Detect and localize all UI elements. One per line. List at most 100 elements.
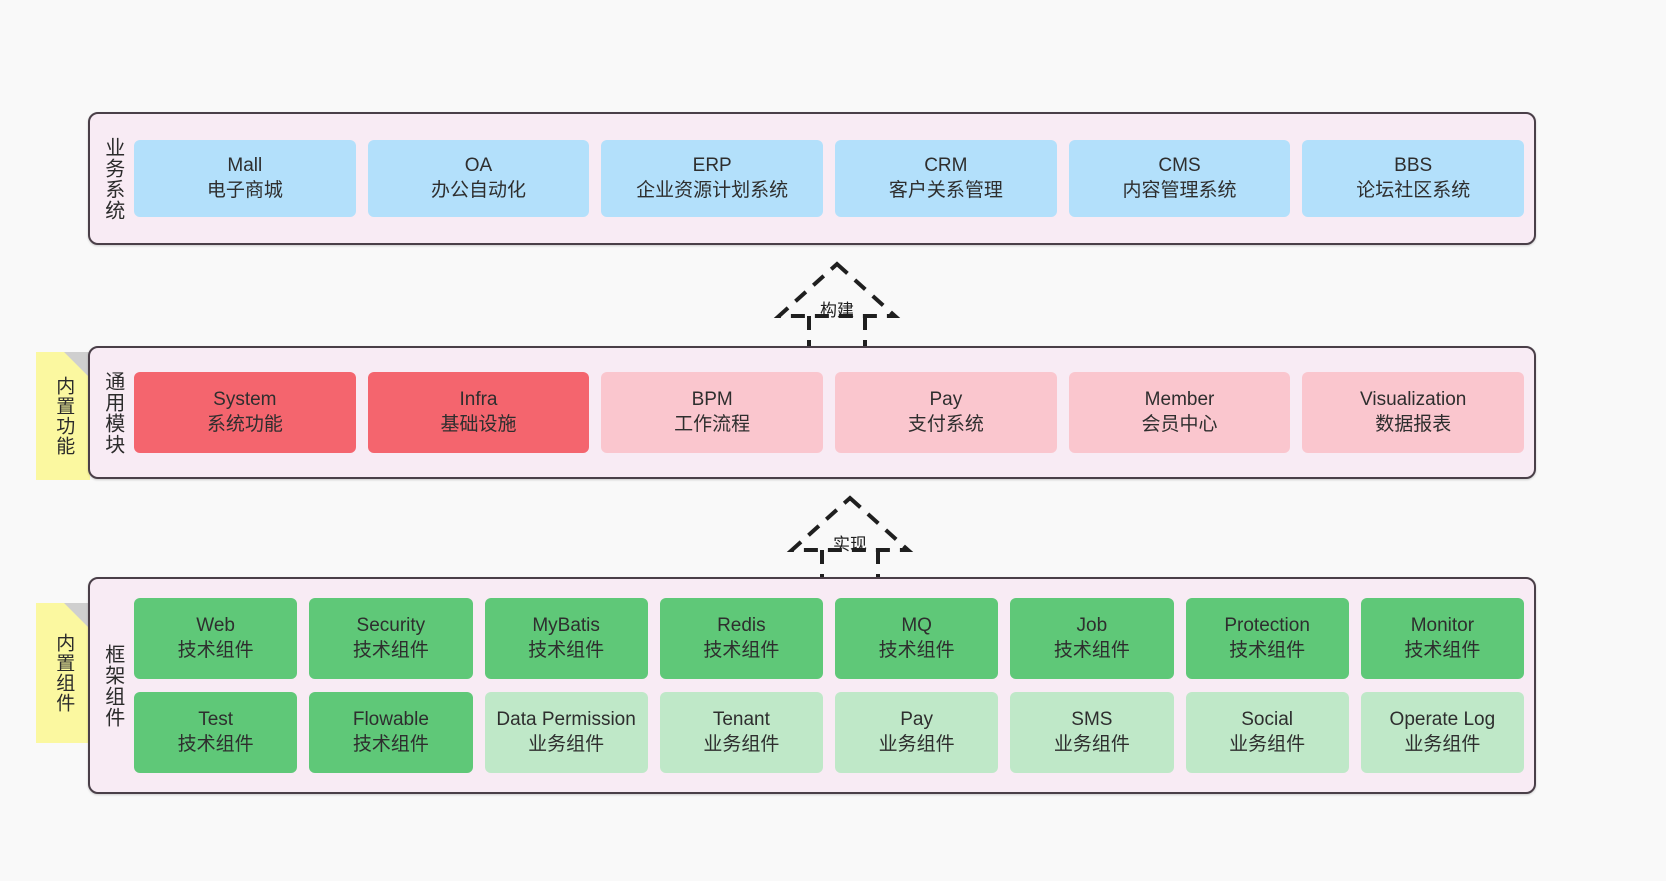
card-subtitle: 技术组件: [352, 639, 429, 661]
framework-components-row-2: Test 技术组件 Flowable 技术组件 Data Permission …: [134, 692, 1524, 773]
card-subtitle: 业务组件: [1053, 733, 1130, 755]
card-data-permission[interactable]: Data Permission 业务组件: [484, 692, 648, 773]
note-builtin-components: 内置组件: [36, 603, 90, 743]
connector-implement-label: 实现: [833, 535, 867, 554]
card-title: CMS: [1158, 155, 1201, 177]
card-subtitle: 技术组件: [528, 639, 605, 661]
card-monitor[interactable]: Monitor 技术组件: [1360, 598, 1524, 679]
card-title: Data Permission: [496, 709, 636, 731]
card-subtitle: 技术组件: [177, 733, 254, 755]
card-title: Member: [1144, 389, 1215, 411]
card-title: Monitor: [1410, 615, 1475, 637]
card-subtitle: 电子商城: [206, 179, 283, 201]
card-subtitle: 工作流程: [674, 413, 751, 435]
layer-title-common-modules: 通用模块: [101, 370, 124, 455]
card-subtitle: 企业资源计划系统: [636, 179, 789, 201]
card-subtitle: 技术组件: [1229, 639, 1306, 661]
card-subtitle: 数据报表: [1375, 413, 1452, 435]
card-subtitle: 业务组件: [1404, 733, 1481, 755]
card-title: ERP: [692, 155, 732, 177]
card-subtitle: 内容管理系统: [1122, 179, 1237, 201]
card-title: System: [213, 389, 277, 411]
card-subtitle: 技术组件: [703, 639, 780, 661]
card-title: BPM: [691, 389, 733, 411]
card-title: Pay: [900, 709, 933, 731]
card-subtitle: 业务组件: [703, 733, 780, 755]
card-subtitle: 技术组件: [177, 639, 254, 661]
layer-framework-components: 框架组件 Web 技术组件 Security 技术组件 MyBatis 技术组件…: [88, 577, 1536, 794]
card-operate-log[interactable]: Operate Log 业务组件: [1360, 692, 1524, 773]
card-sms[interactable]: SMS 业务组件: [1010, 692, 1174, 773]
card-subtitle: 技术组件: [1053, 639, 1130, 661]
framework-components-row-1: Web 技术组件 Security 技术组件 MyBatis 技术组件 Redi…: [134, 598, 1524, 679]
layer-common-modules: 通用模块 System 系统功能 Infra 基础设施 BPM 工作流程 Pay…: [88, 346, 1536, 479]
card-job[interactable]: Job 技术组件: [1010, 598, 1174, 679]
card-flowable[interactable]: Flowable 技术组件: [309, 692, 473, 773]
connector-build: 构建: [762, 258, 912, 354]
card-protection[interactable]: Protection 技术组件: [1185, 598, 1349, 679]
card-title: OA: [464, 155, 493, 177]
card-tenant[interactable]: Tenant 业务组件: [659, 692, 823, 773]
card-security[interactable]: Security 技术组件: [309, 598, 473, 679]
card-crm[interactable]: CRM 客户关系管理: [835, 140, 1057, 217]
card-subtitle: 技术组件: [1404, 639, 1481, 661]
card-title: Flowable: [352, 709, 429, 731]
card-member[interactable]: Member 会员中心: [1068, 372, 1291, 453]
card-title: Pay: [929, 389, 963, 411]
card-title: CRM: [924, 155, 968, 177]
connector-build-label: 构建: [820, 301, 854, 320]
card-title: BBS: [1394, 155, 1433, 177]
card-social[interactable]: Social 业务组件: [1185, 692, 1349, 773]
card-title: MyBatis: [532, 615, 600, 637]
card-bbs[interactable]: BBS 论坛社区系统: [1302, 140, 1525, 217]
card-subtitle: 支付系统: [907, 413, 984, 435]
card-erp[interactable]: ERP 企业资源计划系统: [601, 140, 824, 217]
card-infra[interactable]: Infra 基础设施: [367, 372, 590, 453]
card-title: Redis: [717, 615, 766, 637]
connector-implement: 实现: [775, 492, 925, 588]
card-title: Infra: [459, 389, 498, 411]
card-redis[interactable]: Redis 技术组件: [659, 598, 823, 679]
card-title: SMS: [1071, 709, 1113, 731]
card-title: Tenant: [712, 709, 770, 731]
card-title: Visualization: [1360, 389, 1467, 411]
card-mq[interactable]: MQ 技术组件: [835, 598, 999, 679]
card-pay[interactable]: Pay 支付系统: [835, 372, 1057, 453]
card-test[interactable]: Test 技术组件: [134, 692, 298, 773]
card-subtitle: 业务组件: [1229, 733, 1306, 755]
card-title: Web: [196, 615, 235, 637]
card-title: Job: [1076, 615, 1108, 637]
card-web[interactable]: Web 技术组件: [134, 598, 298, 679]
card-subtitle: 会员中心: [1141, 413, 1218, 435]
layer-title-business-systems: 业务系统: [101, 136, 124, 221]
card-title: Mall: [227, 155, 263, 177]
card-title: MQ: [901, 615, 932, 637]
card-subtitle: 论坛社区系统: [1356, 179, 1471, 201]
layer-business-systems: 业务系统 Mall 电子商城 OA 办公自动化 ERP 企业资源计划系统 CRM…: [88, 112, 1536, 245]
card-mybatis[interactable]: MyBatis 技术组件: [484, 598, 648, 679]
card-pay-component[interactable]: Pay 业务组件: [835, 692, 999, 773]
business-systems-row: Mall 电子商城 OA 办公自动化 ERP 企业资源计划系统 CRM 客户关系…: [134, 140, 1525, 217]
card-cms[interactable]: CMS 内容管理系统: [1068, 140, 1291, 217]
layer-body-common-modules: System 系统功能 Infra 基础设施 BPM 工作流程 Pay 支付系统…: [134, 348, 1534, 477]
card-subtitle: 技术组件: [878, 639, 955, 661]
card-title: Test: [198, 709, 234, 731]
card-subtitle: 业务组件: [878, 733, 955, 755]
card-mall[interactable]: Mall 电子商城: [134, 140, 356, 217]
layer-body-framework-components: Web 技术组件 Security 技术组件 MyBatis 技术组件 Redi…: [134, 579, 1534, 792]
card-subtitle: 客户关系管理: [888, 179, 1003, 201]
card-title: Protection: [1224, 615, 1310, 637]
card-oa[interactable]: OA 办公自动化: [367, 140, 590, 217]
card-bpm[interactable]: BPM 工作流程: [601, 372, 824, 453]
card-title: Security: [356, 615, 426, 637]
layer-body-business-systems: Mall 电子商城 OA 办公自动化 ERP 企业资源计划系统 CRM 客户关系…: [134, 114, 1534, 243]
layer-title-framework-components: 框架组件: [101, 643, 124, 728]
card-visualization[interactable]: Visualization 数据报表: [1302, 372, 1525, 453]
card-subtitle: 业务组件: [528, 733, 605, 755]
common-modules-row: System 系统功能 Infra 基础设施 BPM 工作流程 Pay 支付系统…: [134, 372, 1525, 453]
card-system[interactable]: System 系统功能: [134, 372, 356, 453]
card-subtitle: 技术组件: [352, 733, 429, 755]
card-subtitle: 系统功能: [206, 413, 283, 435]
card-title: Social: [1241, 709, 1293, 731]
